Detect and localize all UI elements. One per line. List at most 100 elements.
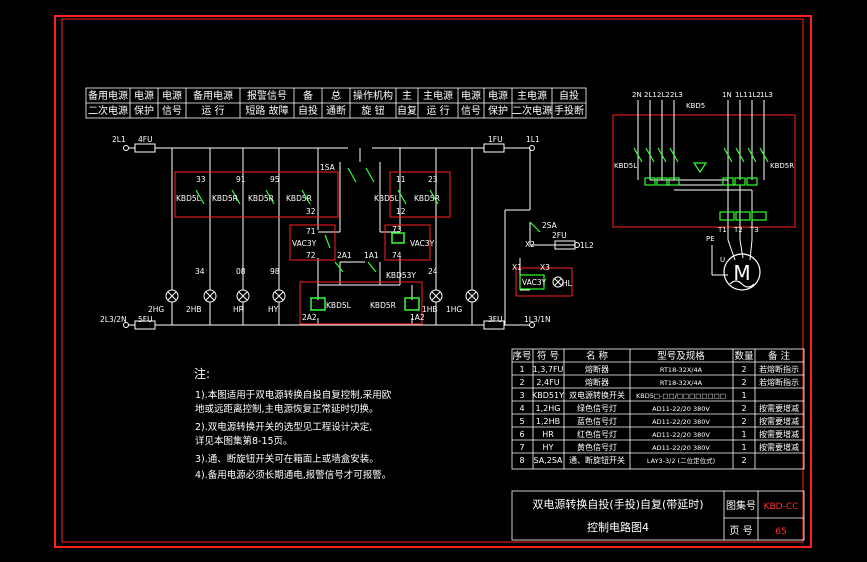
parts-table-cell: 2 (741, 456, 746, 465)
red-component-frames (174, 114, 796, 325)
label-71: 71 (306, 227, 316, 236)
label-2l1: 2L1 (112, 135, 126, 144)
main-power-fuse-boxes (644, 177, 767, 221)
header-cell-top: 自投 (559, 89, 579, 102)
label-kbd5r: KBD5R (286, 194, 312, 203)
label-72: 72 (306, 251, 316, 260)
parts-table-header: 符 号 (537, 350, 559, 362)
label-kbd5-top: KBD5 (686, 102, 705, 110)
parts-table-cell: 1 (741, 443, 746, 452)
page-number-label: 页 号 (729, 525, 752, 537)
parts-table-header: 备 注 (768, 350, 791, 362)
parts-table-cell: KBD5□-□□/□□□□□□□□ (636, 392, 726, 400)
header-cell-top: 电源 (134, 89, 154, 102)
parts-table-cell: 通、断旋钮开关 (569, 455, 625, 465)
parts-table-cell: AD11-22/20 380V (652, 418, 710, 426)
parts-table-cell: 4 (519, 404, 524, 413)
parts-table-cell: SA,2SA (533, 456, 563, 465)
label-1l2: 1L2 (580, 241, 594, 250)
label-3fu: 3FU (488, 315, 503, 324)
parts-table-cell: 7 (519, 443, 524, 452)
header-cell-bottom: 自复 (397, 104, 417, 117)
function-header-text: 备用电源 二次电源 电源 保护 电源 信号 备用电源 运 行 报警信号 短路 故… (88, 89, 584, 117)
label-1hg: 1HG (446, 305, 462, 314)
label-1sa: 1SA (320, 163, 336, 172)
header-cell-bottom: 通断 (326, 104, 346, 117)
label-95: 95 (270, 175, 280, 184)
label-2hb: 2HB (186, 305, 202, 314)
header-cell-bottom: 旋 钮 (361, 104, 384, 117)
parts-table-cell: 熔断器 (585, 364, 609, 374)
parts-table-cell: 2 (741, 404, 746, 413)
label-kbd5r-coil: KBD5R (370, 301, 396, 310)
vac3y-left-frame (289, 224, 336, 261)
header-cell-bottom: 信号 (162, 105, 182, 117)
header-cell-top: 主电源 (517, 89, 547, 102)
parts-table-cell: 1,3,7FU (533, 365, 564, 374)
note-line: 详见本图集第8-15页。 (195, 435, 293, 447)
parts-table-cell: 若熔断指示 (759, 377, 799, 387)
header-cell-top: 操作机构 (353, 89, 393, 102)
kbd5-aux-contacts-left (174, 171, 339, 218)
label-vac3y: VAC3Y (292, 239, 317, 248)
drawing-title: 双电源转换自投(手投)自复(带延时) (532, 497, 703, 511)
outer-frame (54, 15, 812, 548)
label-2hg: 2HG (148, 305, 164, 314)
parts-table-cell: AD11-22/20 380V (652, 444, 710, 452)
label-t2: T2 (733, 226, 743, 234)
header-cell-bottom: 自投 (298, 104, 318, 117)
label-top-1l1: 1L1 (735, 91, 748, 99)
label-2sa: 2SA (542, 221, 558, 230)
header-cell-bottom: 运 行 (201, 104, 224, 117)
label-1a2: 1A2 (410, 313, 425, 322)
parts-table-cell: 红色信号灯 (577, 429, 617, 439)
label-73: 73 (392, 225, 402, 234)
header-cell-bottom: 保护 (134, 104, 154, 117)
note-line: 4).备用电源必须长期通电,报警信号才可报警。 (195, 469, 391, 481)
label-t3: T3 (749, 226, 759, 234)
label-2a1: 2A1 (337, 251, 352, 260)
label-t1: T1 (717, 226, 727, 234)
parts-table-cell: 1,2HB (536, 417, 560, 426)
label-pe: PE (706, 235, 715, 243)
lamp-hy (272, 289, 286, 303)
label-08: 08 (236, 267, 246, 276)
parts-table-cell: LAY3-3/2 (二位定位式) (647, 456, 715, 465)
header-cell-top: 备 (303, 89, 313, 102)
label-top-2l3: 2L3 (670, 91, 683, 99)
lamp-hr (236, 289, 250, 303)
label-hy: HY (268, 305, 279, 314)
function-header-table (85, 87, 587, 119)
kbd5l-coil (310, 297, 326, 311)
fuse-1fu (483, 143, 505, 153)
label-98: 98 (270, 267, 280, 276)
parts-table-cell: HY (543, 443, 554, 452)
label-kbd5r: KBD5R (414, 194, 440, 203)
header-cell-bottom: 短路 故障 (245, 104, 288, 117)
parts-table-cell: 5 (519, 417, 524, 426)
header-cell-top: 主 (402, 90, 412, 102)
label-top-2n: 2N (632, 91, 642, 99)
label-hl: HL (562, 279, 573, 288)
parts-table-cell: 3 (519, 391, 524, 400)
main-power-contacts (633, 147, 769, 174)
kbd5-coil-frame (299, 281, 423, 325)
label-1fu: 1FU (488, 135, 503, 144)
label-1hb: 1HB (422, 305, 438, 314)
parts-table-header: 名 称 (586, 350, 609, 362)
header-cell-bottom: 二次电源 (512, 104, 552, 117)
label-74: 74 (392, 251, 402, 260)
lamp-2hb (203, 289, 217, 303)
header-cell-top: 电源 (461, 89, 481, 102)
fuse-4fu (134, 143, 156, 153)
parts-table-cell: AD11-22/20 380V (652, 431, 710, 439)
coil-symbols (310, 232, 420, 311)
parts-table-header: 数量 (734, 350, 754, 362)
fuse-5fu (134, 320, 156, 330)
vac3y-hl-frame (515, 267, 573, 297)
label-kbd53y: KBD53Y (386, 271, 416, 280)
parts-table-cell: 双电源转换开关 (569, 390, 625, 400)
parts-table-cell: 1,2HG (536, 404, 561, 413)
lamp-2hg (165, 289, 179, 303)
